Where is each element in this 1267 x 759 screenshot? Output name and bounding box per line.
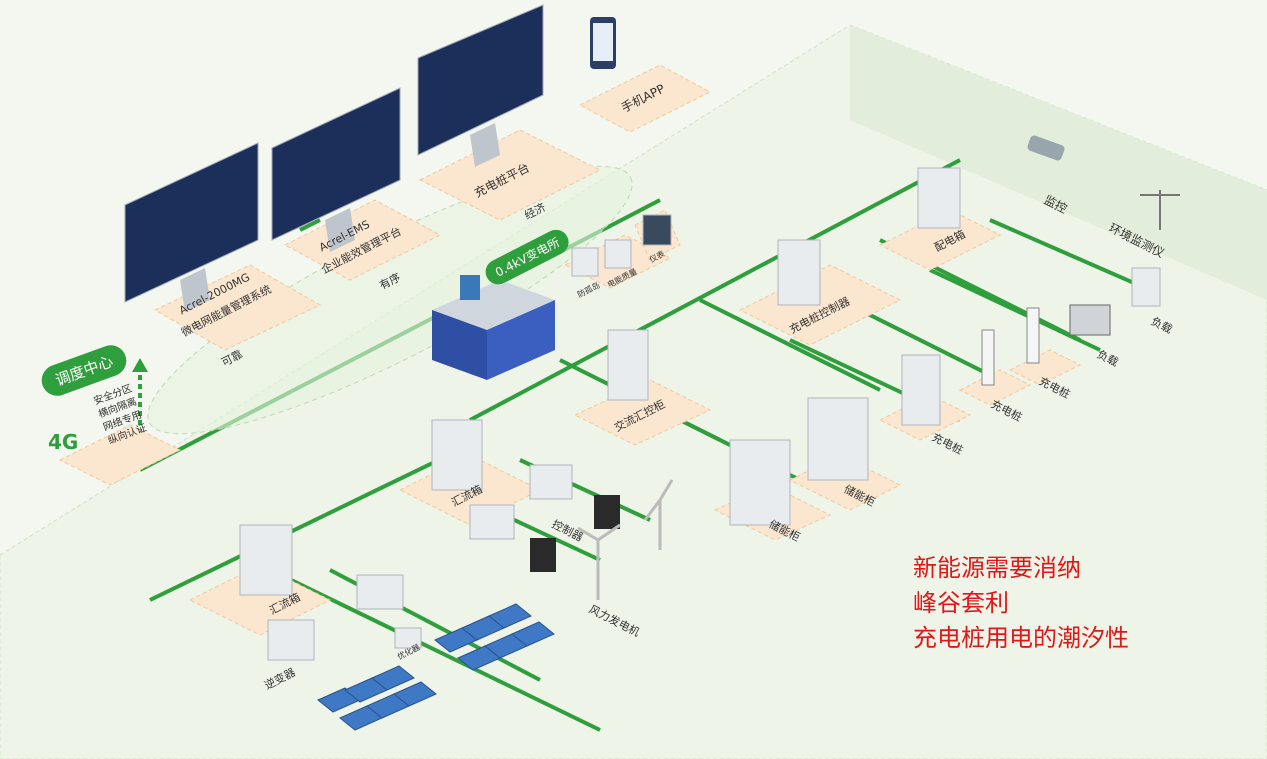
substation-building xyxy=(432,275,555,380)
controllers xyxy=(530,495,620,572)
camera-icon xyxy=(1027,135,1065,161)
network-label: 4G xyxy=(48,430,79,454)
note-line: 新能源需要消纳 xyxy=(913,554,1081,582)
wind-turbines xyxy=(577,479,674,600)
weather-station-icon xyxy=(1140,190,1180,230)
note-line: 充电桩用电的潮汐性 xyxy=(913,624,1129,652)
monitor-ems xyxy=(271,87,401,252)
charging-piles xyxy=(981,307,1040,386)
generator-load xyxy=(1069,304,1111,336)
monitor-charging xyxy=(417,4,544,167)
note-line: 峰谷套利 xyxy=(913,589,1009,617)
monitor-zone xyxy=(850,25,1267,300)
cabinets xyxy=(239,167,1161,661)
monitor-microgrid xyxy=(124,142,259,312)
dispatch-arrow-icon xyxy=(132,358,148,372)
solar-panels xyxy=(317,603,555,731)
